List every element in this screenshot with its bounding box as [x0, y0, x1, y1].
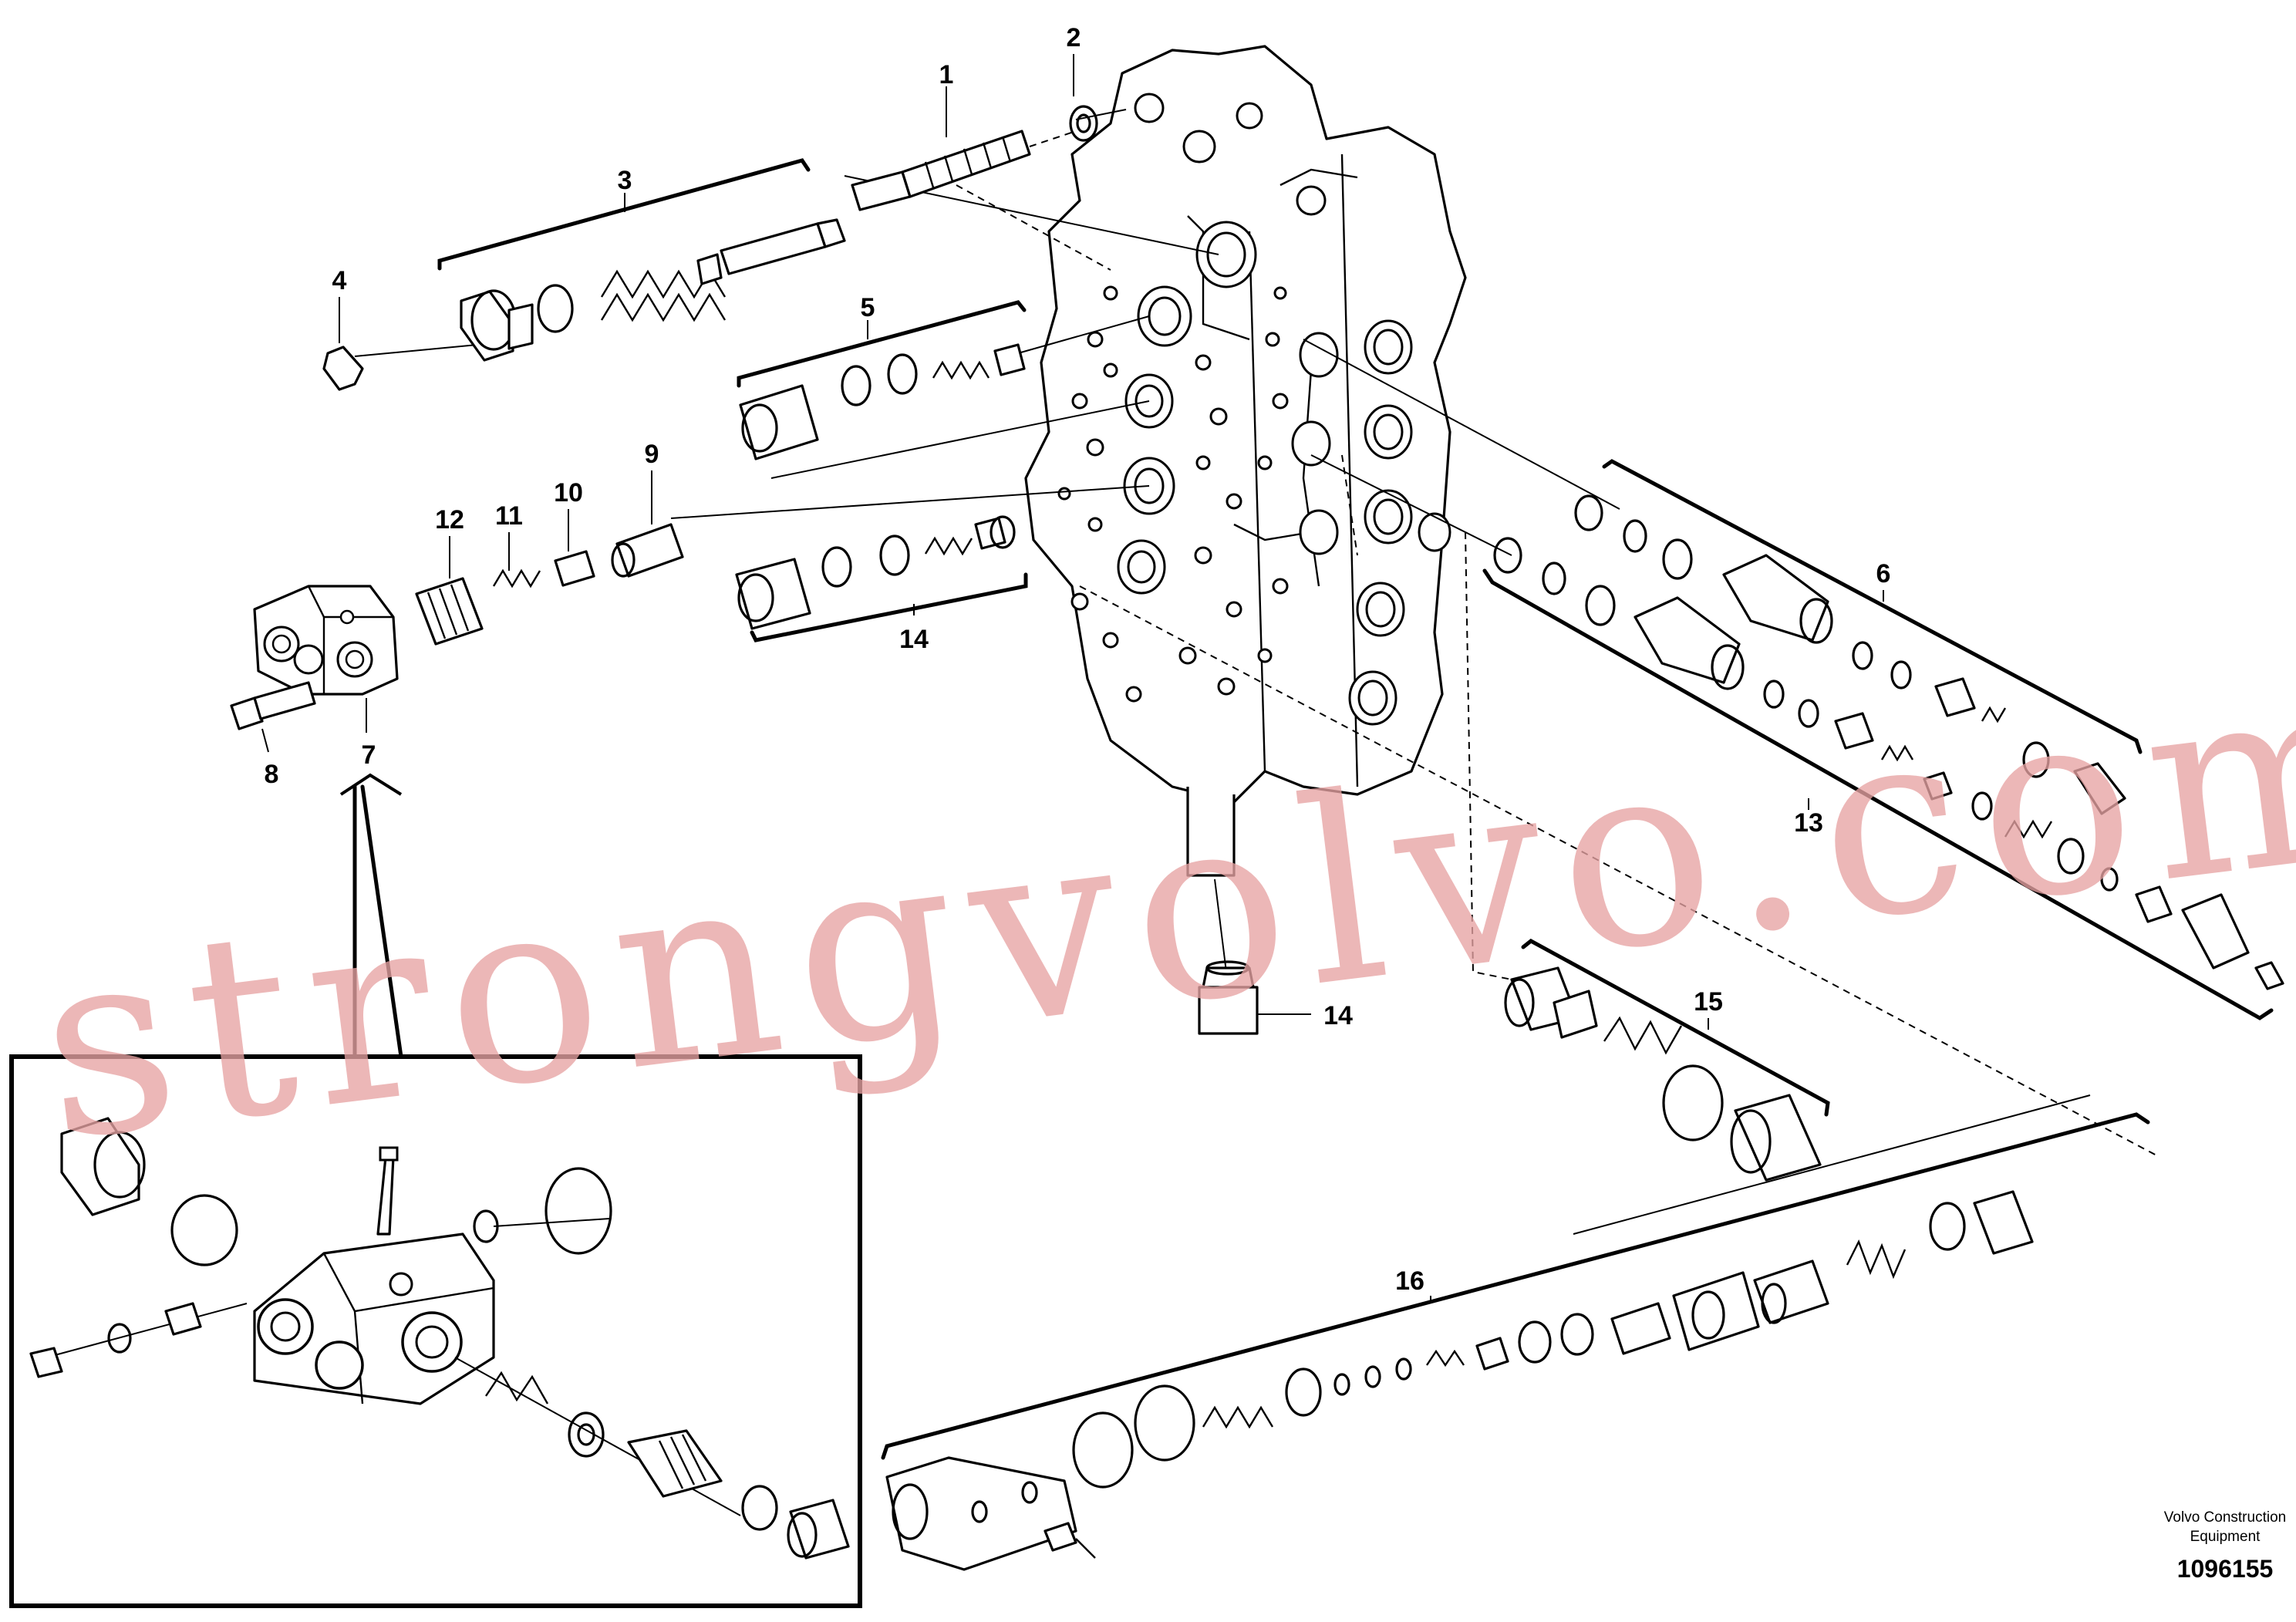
adjuster-part-12: [415, 577, 484, 646]
callout-labels: 1 2 3 4 5 6 7 8 9 10 11 12 13 14 14 15 1…: [265, 23, 1891, 1296]
relief-valve-group-16: [885, 1190, 2034, 1571]
callout-5: 5: [861, 293, 875, 322]
axis-lines: [354, 109, 2160, 1235]
callout-12: 12: [435, 505, 464, 534]
callout-6: 6: [1876, 559, 1891, 588]
spring-plug-group-15: [1504, 966, 1822, 1182]
bracket-5: [737, 300, 1027, 388]
detail-inset: [9, 773, 862, 1608]
callout-leaders: [261, 54, 1884, 1303]
document-number: 1096155: [2177, 1555, 2274, 1583]
callout-4: 4: [332, 266, 347, 295]
control-valve-block: [1024, 45, 1467, 877]
sleeve-part-9: [611, 523, 684, 578]
relief-valve-housing-7: [253, 585, 399, 696]
group-brackets: [437, 158, 2274, 1460]
credit-line-1: Volvo Construction: [2164, 1509, 2286, 1526]
relief-valve-group-13: [1493, 537, 2284, 990]
callout-10: 10: [554, 478, 583, 508]
relief-valve-group-6: [1574, 494, 2126, 815]
bolt-part-1: [851, 130, 1077, 211]
check-valve-group-14: [735, 515, 1016, 630]
callout-11: 11: [495, 501, 523, 531]
credit-block: Volvo Construction Equipment 1096155: [2164, 1509, 2286, 1583]
callout-9: 9: [645, 440, 659, 469]
credit-line-2: Equipment: [2190, 1529, 2261, 1545]
washer-part-2: [1069, 105, 1098, 142]
callout-13: 13: [1794, 808, 1823, 838]
bracket-16: [881, 1112, 2150, 1460]
bracket-15: [1521, 939, 1830, 1117]
plug-part-14: [1198, 960, 1259, 1035]
check-valve-group-5: [739, 343, 1026, 460]
callout-3: 3: [618, 166, 632, 195]
screw-part-8: [230, 681, 316, 730]
callout-1: 1: [939, 60, 954, 89]
spring-part-11: [492, 568, 541, 588]
poppet-part-10: [554, 550, 595, 587]
spool-assembly-3: [460, 218, 846, 362]
callout-2: 2: [1067, 23, 1081, 52]
callout-15: 15: [1694, 987, 1723, 1017]
callout-14-upper: 14: [899, 625, 929, 654]
callout-8: 8: [265, 760, 279, 789]
callout-7: 7: [362, 740, 376, 770]
plug-part-4: [322, 346, 364, 391]
bracket-13: [1482, 568, 2274, 1020]
bracket-6: [1602, 459, 2143, 754]
bracket-14: [750, 572, 1028, 642]
callout-16: 16: [1395, 1266, 1424, 1296]
callout-14-lower: 14: [1323, 1001, 1353, 1030]
bracket-3: [437, 158, 811, 271]
